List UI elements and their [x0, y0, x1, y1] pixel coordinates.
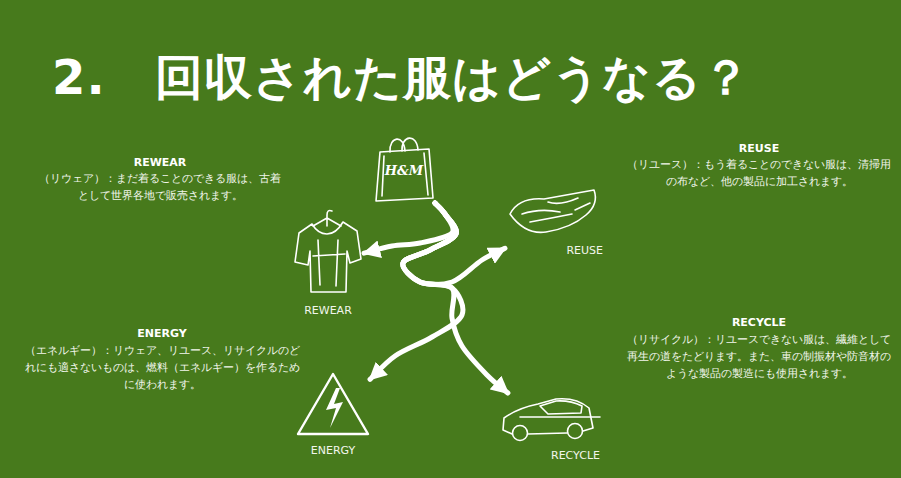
- section-text: （リサイクル）：リユースできない服は、繊維として再生の道をたどります。また、車の…: [626, 331, 892, 381]
- cloth-icon: [510, 190, 595, 232]
- flow-arrow: [403, 203, 508, 393]
- recycle-node: RECYCLE: [498, 393, 602, 465]
- hanger-icon: [313, 211, 341, 227]
- node-label: REWEAR: [304, 304, 352, 317]
- car-wheel: [568, 424, 583, 439]
- car-window: [520, 401, 600, 417]
- node-label: H&M: [385, 163, 423, 178]
- section-heading: ENERGY: [24, 327, 300, 340]
- rewear-node: REWEAR: [292, 205, 364, 320]
- energy-node: ENERGY: [296, 368, 370, 460]
- section-heading: RECYCLE: [626, 316, 892, 329]
- lightning-symbol: [326, 388, 343, 428]
- energy-triangle: [298, 374, 368, 434]
- bag-node: H&M: [372, 136, 436, 203]
- car-wheel: [513, 426, 528, 441]
- node-label: REUSE: [566, 244, 603, 257]
- node-label: ENERGY: [311, 444, 355, 457]
- flow-arrow: [403, 203, 505, 285]
- diagram-title: 2. 回収された服はどうなる？: [52, 46, 751, 110]
- reuse-node: REUSE: [505, 186, 605, 260]
- tshirt-fold: [313, 240, 345, 286]
- bag-icon: [376, 149, 433, 201]
- flow-arrow: [370, 203, 463, 379]
- section-text: （リユース）：もう着ることのできない服は、清掃用の布など、他の製品に加工されます…: [626, 156, 892, 190]
- tshirt-icon: [295, 222, 361, 292]
- bag-handle: [390, 138, 418, 152]
- section-heading: REUSE: [626, 142, 892, 155]
- cloth-fold: [522, 198, 590, 222]
- node-label: RECYCLE: [551, 449, 600, 462]
- section-text: （リウェア）：まだ着ることのできる服は、古着として世界各地で販売されます。: [38, 170, 282, 204]
- section-heading: REWEAR: [38, 156, 282, 169]
- section-text: （エネルギー）：リウェア、リユース、リサイクルのどれにも適さないものは、燃料（エ…: [24, 342, 300, 392]
